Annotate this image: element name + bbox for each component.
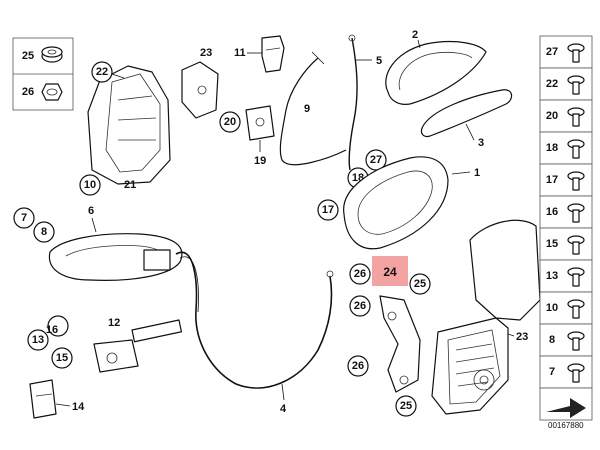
callout-16-left: 16 <box>46 324 58 336</box>
sidebar-cell <box>539 355 593 389</box>
callout-17-mid: 17 <box>322 204 334 216</box>
callout-25-a: 25 <box>414 278 426 290</box>
sidebar-cell <box>539 227 593 261</box>
callout-27-mid: 27 <box>370 154 382 166</box>
handle-carrier <box>48 233 183 281</box>
sidebar-callout: 10 <box>546 302 558 314</box>
plug-icon <box>567 139 585 159</box>
sidebar-callout: 17 <box>546 174 558 186</box>
callout-22: 22 <box>96 66 108 78</box>
sidebar-callout: 7 <box>549 366 555 378</box>
callout-10: 10 <box>84 179 96 191</box>
screw-icon <box>567 43 585 63</box>
mounting-bracket <box>181 61 219 119</box>
lock-actuator <box>87 65 171 185</box>
sidebar-callout: 18 <box>546 142 558 154</box>
sidebar-callout: 22 <box>546 78 558 90</box>
sidebar-callout: 20 <box>546 110 558 122</box>
callout-14: 14 <box>72 401 85 413</box>
grommet-icon <box>567 171 585 191</box>
legend-box-top-left: 25 26 <box>12 37 74 111</box>
door-lock-assembly <box>431 219 541 415</box>
cap-icon <box>567 363 585 383</box>
parts-sidebar: 27 22 20 18 17 16 15 13 10 8 7 <box>539 35 593 421</box>
callout-6: 6 <box>88 205 94 217</box>
callout-2: 2 <box>412 29 418 41</box>
sidebar-cell <box>539 323 593 357</box>
sidebar-cell <box>539 259 593 293</box>
callout-26-b: 26 <box>354 300 366 312</box>
sidebar-cell <box>539 35 593 69</box>
callout-15-left: 15 <box>56 352 68 364</box>
screw-icon <box>567 107 585 127</box>
callout-26-top: 26 <box>22 86 34 98</box>
document-number: 00167880 <box>548 421 584 430</box>
nut-icon <box>567 235 585 255</box>
callout-13: 13 <box>32 334 44 346</box>
spring-icon <box>567 299 585 319</box>
bolt-icon <box>567 75 585 95</box>
lock-bracket <box>379 295 421 393</box>
callout-23-b: 23 <box>516 331 528 343</box>
callout-21: 21 <box>124 179 136 191</box>
callout-5: 5 <box>376 55 382 67</box>
nut-icon <box>41 83 63 101</box>
hinge-plate <box>245 105 275 141</box>
callout-25-b: 25 <box>400 400 412 412</box>
callout-23: 23 <box>200 47 212 59</box>
callout-7: 7 <box>21 212 27 224</box>
outer-door-handle <box>420 89 513 138</box>
arrow-icon <box>546 398 586 418</box>
highlight-callout-24 <box>372 256 408 286</box>
inner-door-handle <box>343 156 449 250</box>
door-check-strap <box>93 319 183 373</box>
callout-1: 1 <box>474 167 480 179</box>
sidebar-callout: 13 <box>546 270 558 282</box>
door-handle-bezel <box>385 41 487 105</box>
sidebar-callout: 27 <box>546 46 558 58</box>
callout-8: 8 <box>41 226 47 238</box>
bolt-icon <box>567 203 585 223</box>
callout-3: 3 <box>478 137 484 149</box>
sidebar-callout: 16 <box>546 206 558 218</box>
callout-19: 19 <box>254 155 266 167</box>
sidebar-cell <box>539 387 593 421</box>
sidebar-callout: 15 <box>546 238 558 250</box>
callout-4: 4 <box>280 403 287 415</box>
clip-part <box>261 35 285 73</box>
sidebar-cell <box>539 131 593 165</box>
screw-icon <box>567 331 585 351</box>
sidebar-cell <box>539 99 593 133</box>
sidebar-callout: 8 <box>549 334 555 346</box>
door-check-cover <box>29 379 57 419</box>
callout-24: 24 <box>383 265 397 279</box>
cap-icon <box>567 267 585 287</box>
callout-11: 11 <box>234 47 246 59</box>
callout-12: 12 <box>108 317 120 329</box>
callout-20: 20 <box>224 116 236 128</box>
sidebar-cell <box>539 67 593 101</box>
sidebar-cell <box>539 163 593 197</box>
callout-26-c: 26 <box>352 360 364 372</box>
callout-25-top: 25 <box>22 50 34 62</box>
callout-9: 9 <box>304 103 310 115</box>
grommet-icon <box>41 46 63 63</box>
callout-26-a: 26 <box>354 268 366 280</box>
